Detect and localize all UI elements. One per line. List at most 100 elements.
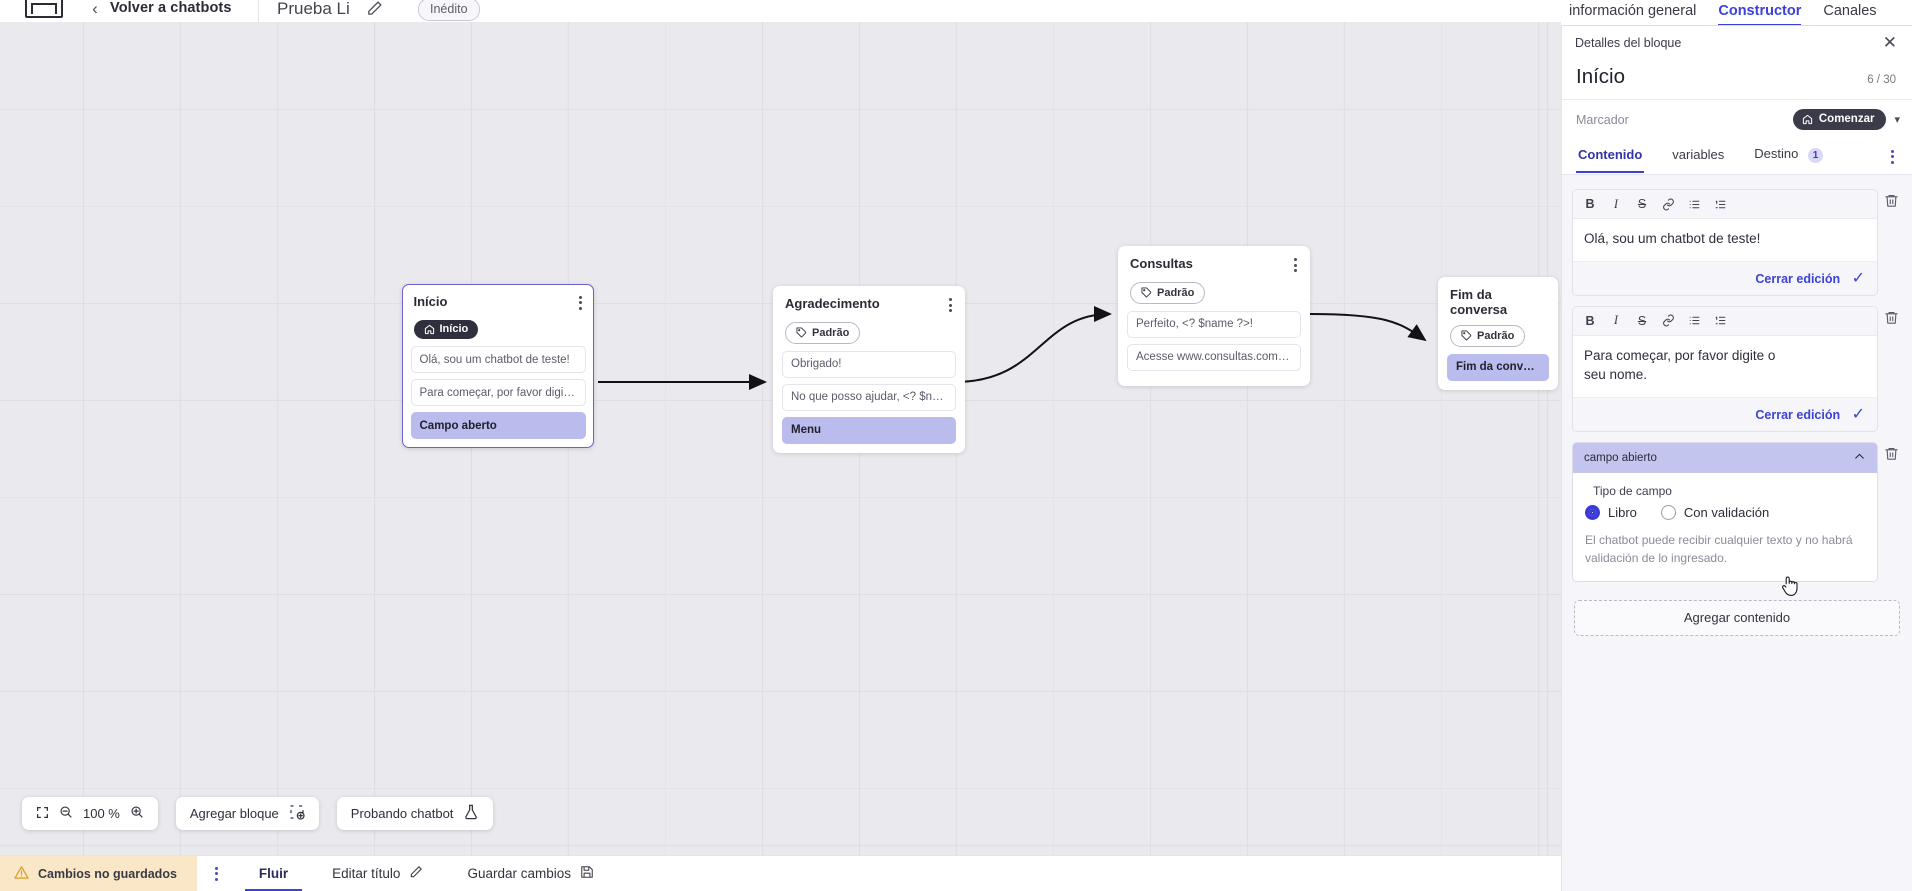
radio-libro-label: Libro — [1608, 504, 1637, 520]
open-field-card: campo abierto Tipo de campo Libro — [1572, 441, 1878, 582]
open-field-header[interactable]: campo abierto — [1573, 442, 1877, 473]
node-row-selected[interactable]: Menu — [782, 416, 956, 444]
chevron-up-icon[interactable] — [1853, 450, 1866, 466]
strikethrough-icon[interactable]: S — [1637, 197, 1647, 211]
node-title: Agradecimento — [785, 296, 880, 311]
node-row[interactable]: No que posso ajudar, <? $name ... — [782, 383, 956, 411]
marker-value-pill[interactable]: Comenzar — [1792, 109, 1887, 130]
panel-tab-contenido[interactable]: Contenido — [1576, 140, 1645, 173]
close-icon[interactable]: ✕ — [1882, 33, 1897, 52]
app-logo[interactable] — [25, 0, 63, 18]
node-row[interactable]: Obrigado! — [782, 350, 956, 378]
node-row-selected[interactable]: Campo aberto — [410, 412, 586, 439]
panel-tab-variables[interactable]: variables — [1672, 147, 1725, 162]
statusbar-menu-kebab-icon[interactable] — [197, 856, 237, 891]
statusbar-edit-title-button[interactable]: Editar título — [310, 856, 445, 891]
panel-tab-destino[interactable]: Destino 1 — [1752, 139, 1825, 174]
node-tag-label: Padrão — [1157, 286, 1195, 299]
node-title: Fim da conversa — [1450, 287, 1508, 317]
italic-icon[interactable]: I — [1613, 196, 1619, 211]
node-menu-kebab-icon[interactable] — [575, 294, 586, 312]
richtext-content[interactable]: Para começar, por favor digite o seu nom… — [1584, 347, 1776, 383]
right-top-tabs: información general Constructor Canales — [1561, 0, 1912, 26]
richtext-editor[interactable]: B I S Para começar, por favor di — [1572, 305, 1878, 432]
mouse-cursor — [1782, 575, 1800, 597]
node-title: Consultas — [1130, 256, 1193, 271]
zoom-in-icon[interactable] — [130, 805, 144, 822]
statusbar-edit-title-label: Editar título — [332, 866, 401, 881]
back-to-chatbots-link[interactable]: Volver a chatbots — [110, 0, 232, 16]
radio-con-validacion[interactable]: Con validación — [1660, 504, 1769, 520]
richtext-content[interactable]: Olá, sou um chatbot de teste! — [1584, 231, 1761, 246]
marker-row: Marcador Comenzar ▾ — [1562, 100, 1912, 139]
radio-dot — [1660, 504, 1676, 520]
richtext-toolbar: B I S — [1573, 306, 1877, 336]
unsaved-changes-label: Cambios no guardados — [38, 866, 177, 881]
content-block: B I S Olá, sou um chatbot de tes — [1572, 189, 1902, 296]
delete-field-icon[interactable] — [1884, 442, 1902, 466]
bold-icon[interactable]: B — [1585, 313, 1595, 328]
radio-libro[interactable]: Libro — [1585, 504, 1637, 520]
add-block-button[interactable]: Agregar bloque — [175, 797, 319, 830]
back-chevron-icon[interactable]: ‹ — [92, 0, 98, 18]
destino-count-badge: 1 — [1808, 148, 1823, 163]
field-type-label: Tipo de campo — [1593, 483, 1672, 498]
canvas-toolbar: 100 % Agregar bloque Probando chatbot — [22, 797, 494, 830]
content-block: B I S Para começar, por favor di — [1572, 305, 1902, 432]
tab-informacion-general[interactable]: información general — [1569, 3, 1697, 19]
delete-block-icon[interactable] — [1884, 189, 1902, 213]
panel-tab-destino-label: Destino — [1754, 146, 1799, 161]
flow-node-inicio[interactable]: Início Início Olá, sou um chatbot de tes… — [402, 284, 594, 448]
tabs-underline — [1561, 25, 1912, 26]
flow-node-consultas[interactable]: Consultas Padrão Perfeito, <? $name ?>! … — [1118, 246, 1310, 386]
tab-canales[interactable]: Canales — [1823, 3, 1877, 19]
close-edit-link[interactable]: Cerrar edición — [1755, 271, 1841, 286]
ordered-list-icon[interactable] — [1709, 311, 1731, 331]
flow-canvas[interactable]: Início Início Olá, sou um chatbot de tes… — [0, 22, 1561, 855]
chevron-down-icon[interactable]: ▾ — [1894, 114, 1900, 126]
node-tag-start: Início — [413, 319, 479, 339]
bullet-list-icon[interactable] — [1683, 311, 1705, 331]
strikethrough-icon[interactable]: S — [1637, 313, 1647, 328]
richtext-editor[interactable]: B I S Olá, sou um chatbot de tes — [1572, 189, 1878, 296]
ordered-list-icon[interactable] — [1709, 194, 1731, 214]
test-chatbot-button[interactable]: Probando chatbot — [336, 797, 494, 830]
block-details-panel: Detalles del bloque ✕ Início 6 / 30 Marc… — [1561, 26, 1912, 891]
check-icon[interactable]: ✓ — [1851, 405, 1865, 423]
statusbar-flow-label: Fluir — [258, 866, 289, 881]
add-block-icon — [289, 804, 305, 823]
panel-header-label: Detalles del bloque — [1575, 36, 1682, 50]
node-header: Consultas — [1127, 256, 1301, 274]
node-row[interactable]: Para começar, por favor digite o ... — [410, 379, 586, 406]
edit-title-pencil-icon[interactable] — [366, 0, 383, 22]
node-row[interactable]: Acesse www.consultas.com par... — [1127, 343, 1301, 371]
node-row[interactable]: Perfeito, <? $name ?>! — [1127, 310, 1301, 338]
field-help-text: El chatbot puede recibir cualquier texto… — [1585, 532, 1853, 565]
delete-block-icon[interactable] — [1884, 306, 1902, 330]
flow-node-agradecimento[interactable]: Agradecimento Padrão Obrigado! No que po… — [773, 286, 965, 453]
flow-node-fim-da-conversa[interactable]: Fim da conversa Padrão Fim da conversa — [1438, 277, 1558, 390]
node-row[interactable]: Olá, sou um chatbot de teste! — [410, 346, 586, 373]
panel-menu-kebab-icon[interactable] — [1883, 144, 1902, 170]
richtext-toolbar: B I S — [1573, 190, 1877, 219]
bullet-list-icon[interactable] — [1683, 194, 1705, 214]
close-edit-link[interactable]: Cerrar edición — [1755, 407, 1841, 422]
statusbar-tab-fluir[interactable]: Fluir — [237, 856, 310, 891]
bold-icon[interactable]: B — [1585, 197, 1595, 211]
node-menu-kebab-icon[interactable] — [1290, 256, 1301, 274]
italic-icon[interactable]: I — [1613, 313, 1619, 328]
add-content-button[interactable]: Agregar contenido — [1574, 599, 1900, 636]
node-header: Início — [411, 294, 586, 312]
node-row-selected[interactable]: Fim da conversa — [1447, 353, 1549, 381]
statusbar-save-changes-button[interactable]: Guardar cambios — [445, 856, 616, 891]
node-menu-kebab-icon[interactable] — [945, 296, 956, 314]
link-icon[interactable] — [1657, 194, 1679, 214]
home-icon — [1802, 114, 1812, 124]
tab-constructor[interactable]: Constructor — [1718, 0, 1802, 26]
zoom-out-icon[interactable] — [59, 805, 73, 822]
link-icon[interactable] — [1657, 311, 1679, 331]
tag-icon — [1461, 330, 1472, 341]
fit-screen-icon[interactable] — [36, 806, 49, 822]
node-tag-default: Padrão — [1450, 325, 1526, 347]
check-icon[interactable]: ✓ — [1851, 269, 1865, 287]
